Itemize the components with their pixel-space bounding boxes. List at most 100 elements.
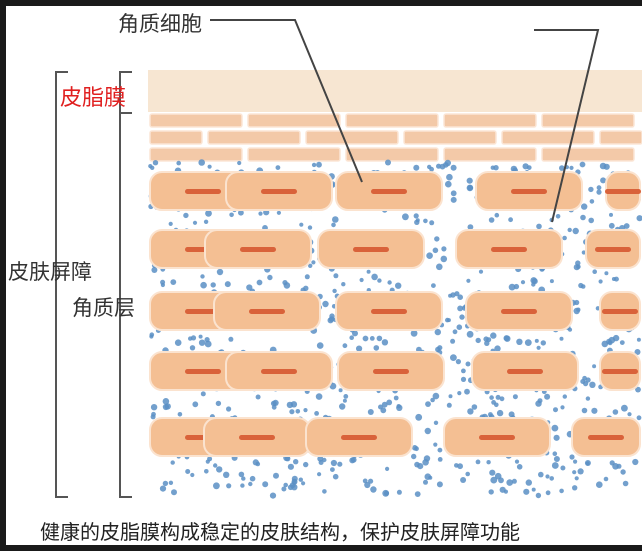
lipid-dot [544, 393, 551, 400]
lipid-dot [200, 274, 205, 279]
lipid-dot [395, 282, 402, 289]
lipid-dot [431, 283, 436, 288]
lipid-dot [160, 282, 165, 288]
lipid-dot [609, 212, 613, 217]
lipid-dot [588, 217, 594, 224]
lipid-dot [314, 411, 319, 416]
lipid-dot [545, 490, 551, 496]
lipid-dot [608, 222, 615, 229]
lipid-dot [636, 415, 642, 421]
lipid-dot [385, 466, 390, 471]
lipid-dot [510, 165, 518, 173]
lipid-dot [272, 399, 279, 406]
flattened-corneocyte [403, 130, 497, 145]
lipid-dot [572, 470, 577, 475]
lipid-dot [203, 219, 209, 224]
sebum-film-label: 皮脂膜 [60, 86, 127, 111]
cell-nucleus-remnant [588, 435, 624, 440]
flattened-corneocyte [305, 130, 399, 145]
lipid-dot [559, 488, 564, 494]
lipid-dot [627, 412, 632, 417]
lipid-dot [168, 480, 174, 485]
flattened-corneocyte [501, 130, 595, 145]
cell-nucleus-remnant [479, 435, 515, 440]
lipid-dot [429, 166, 434, 172]
lipid-dot [366, 269, 371, 274]
lipid-dot [369, 336, 375, 341]
skin-barrier-bracket [55, 71, 68, 498]
lipid-dot [436, 263, 443, 271]
lipid-dot [376, 335, 383, 342]
lipid-dot [303, 408, 308, 413]
lipid-dot [238, 209, 244, 216]
lipid-dot [585, 461, 590, 466]
lipid-dot [341, 282, 346, 287]
lipid-dot [634, 349, 641, 355]
lipid-dot [295, 409, 301, 414]
lipid-dot [450, 190, 457, 197]
lipid-dot [204, 469, 209, 474]
lipid-dot [332, 216, 339, 223]
lipid-dot [330, 459, 337, 467]
lipid-dot [204, 337, 210, 343]
lipid-dot [262, 481, 269, 488]
lipid-dot [536, 223, 542, 230]
lipid-dot [258, 211, 263, 216]
lipid-dot [467, 184, 474, 191]
lipid-dot [162, 398, 170, 405]
lipid-dot [423, 455, 431, 462]
lipid-dot [471, 404, 478, 410]
lipid-dot [475, 337, 481, 344]
corneocyte-leader-line [210, 19, 363, 183]
lipid-dot [466, 177, 473, 184]
lipid-dot [607, 340, 613, 346]
flattened-corneocyte [599, 130, 642, 145]
lipid-dot [292, 479, 297, 485]
lipid-dot [327, 317, 334, 324]
lipid-dot [188, 336, 193, 341]
lipid-dot [456, 324, 463, 331]
cell-nucleus-remnant [373, 369, 409, 374]
lipid-dot [213, 463, 218, 468]
lipid-dot [466, 330, 474, 338]
lipid-dot [573, 459, 578, 464]
lipid-dot [287, 463, 294, 470]
lipid-dot [580, 214, 586, 221]
flattened-corneocyte [541, 147, 635, 162]
lipid-dot [205, 210, 212, 217]
lipid-dot [475, 459, 481, 465]
lipid-dot [411, 453, 417, 460]
lipid-dot [562, 394, 567, 399]
lipid-dot [450, 196, 457, 203]
lipid-dot [185, 469, 191, 474]
lipid-dot [322, 300, 329, 308]
cell-nucleus-remnant [185, 189, 221, 194]
lipid-dot [393, 395, 399, 401]
lipid-dot [632, 458, 639, 466]
lipid-dot [455, 359, 461, 365]
lipid-dot [226, 483, 232, 489]
lipid-dot [616, 463, 622, 469]
lipid-dot [493, 165, 499, 171]
lipid-dot [585, 396, 591, 401]
lipid-dot [460, 477, 467, 483]
lipid-dot [494, 345, 501, 352]
lipid-dot [380, 407, 387, 414]
lipid-dot [503, 489, 508, 494]
lipid-dot [248, 481, 253, 487]
lipid-dot [516, 338, 523, 345]
lipid-dot [317, 455, 324, 462]
lipid-dot [434, 328, 441, 336]
lipid-dot [256, 279, 263, 286]
lipid-dot [581, 203, 588, 210]
lipid-dot [484, 340, 490, 346]
lipid-dot [553, 456, 560, 462]
flattened-corneocyte [247, 147, 341, 162]
lipid-dot [512, 394, 518, 400]
lipid-dot [572, 227, 579, 235]
cell-nucleus-remnant [511, 189, 547, 194]
lipid-dot [622, 480, 629, 487]
lipid-dot [205, 459, 210, 464]
lipid-dot [337, 461, 343, 467]
